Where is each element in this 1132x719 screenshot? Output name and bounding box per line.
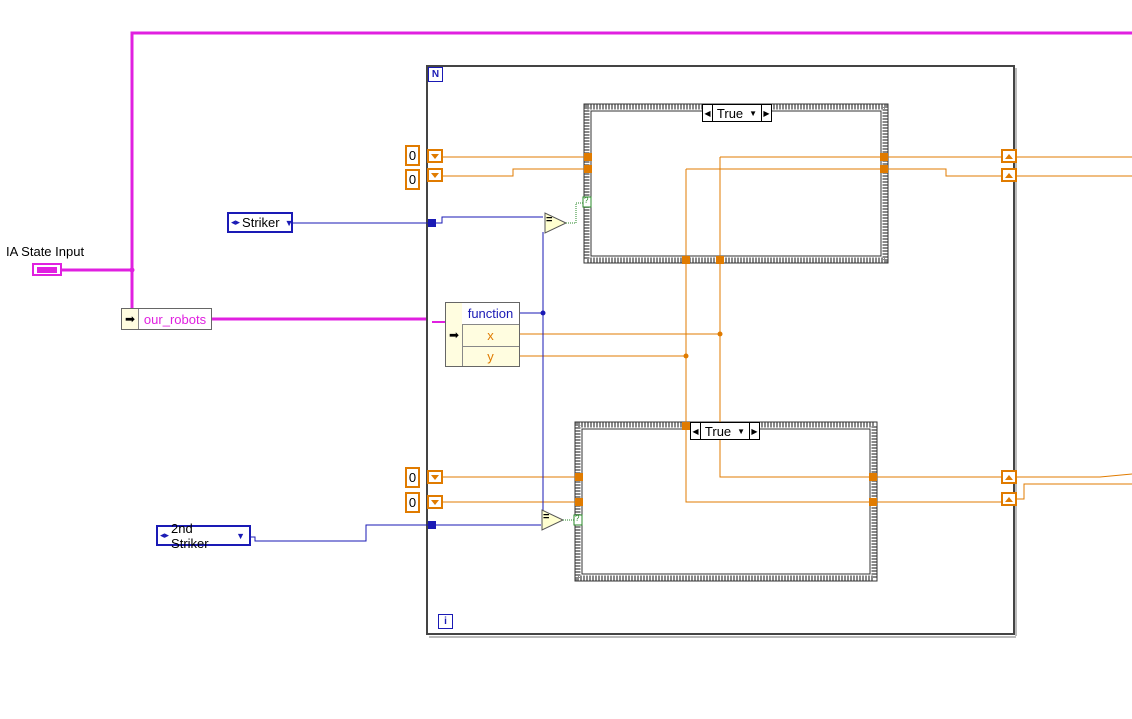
cluster-wire[interactable] [62,31,1132,323]
numeric-constant[interactable]: 0 [405,169,420,190]
next-case-icon[interactable]: ▶ [749,423,759,439]
field-our-robots: our_robots [139,309,211,329]
equal-symbol: = [546,214,553,226]
striker-label: Striker [242,215,280,230]
unbundle-by-name-robot[interactable]: ➡ function x y [445,302,520,367]
prev-case-icon[interactable]: ◀ [691,423,701,439]
arrow-icon: ➡ [446,303,463,366]
ia-state-input-control[interactable] [32,263,62,276]
striker-enum-constant[interactable]: ◂▸ Striker ▼ [227,212,294,233]
case-structure-top[interactable] [583,103,889,264]
dropdown-icon: ▼ [749,108,758,118]
dropdown-icon: ▼ [236,530,245,541]
arrow-icon: ➡ [122,309,139,329]
selector-terminal: ? [584,196,589,205]
equal-comparator-bottom[interactable] [541,509,565,531]
case-selector-bottom[interactable]: ◀ True ▼ ▶ [690,422,760,440]
selector-terminal: ? [575,514,580,523]
field-y: y [487,349,494,364]
loop-count-terminal[interactable]: N [428,67,443,82]
loop-iteration-terminal[interactable]: i [438,614,453,629]
numeric-constant[interactable]: 0 [405,467,420,488]
ia-state-input-label: IA State Input [6,244,85,259]
2nd-striker-label: 2nd Striker [171,520,209,551]
increment-arrows-icon: ◂▸ [160,530,170,540]
dropdown-icon: ▼ [737,426,746,436]
case-selector-label: True [704,423,732,439]
next-case-icon[interactable]: ▶ [761,105,771,121]
case-selector-top[interactable]: ◀ True ▼ ▶ [702,104,772,122]
dropdown-icon: ▼ [284,217,294,228]
numeric-constant[interactable]: 0 [405,145,420,166]
2nd-striker-enum-constant[interactable]: ◂▸ 2nd Striker ▼ [156,521,251,551]
prev-case-icon[interactable]: ◀ [703,105,713,121]
field-x: x [462,325,519,347]
enum-wires[interactable] [249,216,544,542]
field-function: function [462,303,519,325]
case-selector-label: True [716,105,744,121]
unbundle-by-name-main[interactable]: ➡ our_robots [121,308,212,330]
increment-arrows-icon: ◂▸ [231,217,241,227]
equal-comparator-top[interactable] [544,212,568,234]
numeric-constant[interactable]: 0 [405,492,420,513]
equal-symbol: = [543,511,550,523]
